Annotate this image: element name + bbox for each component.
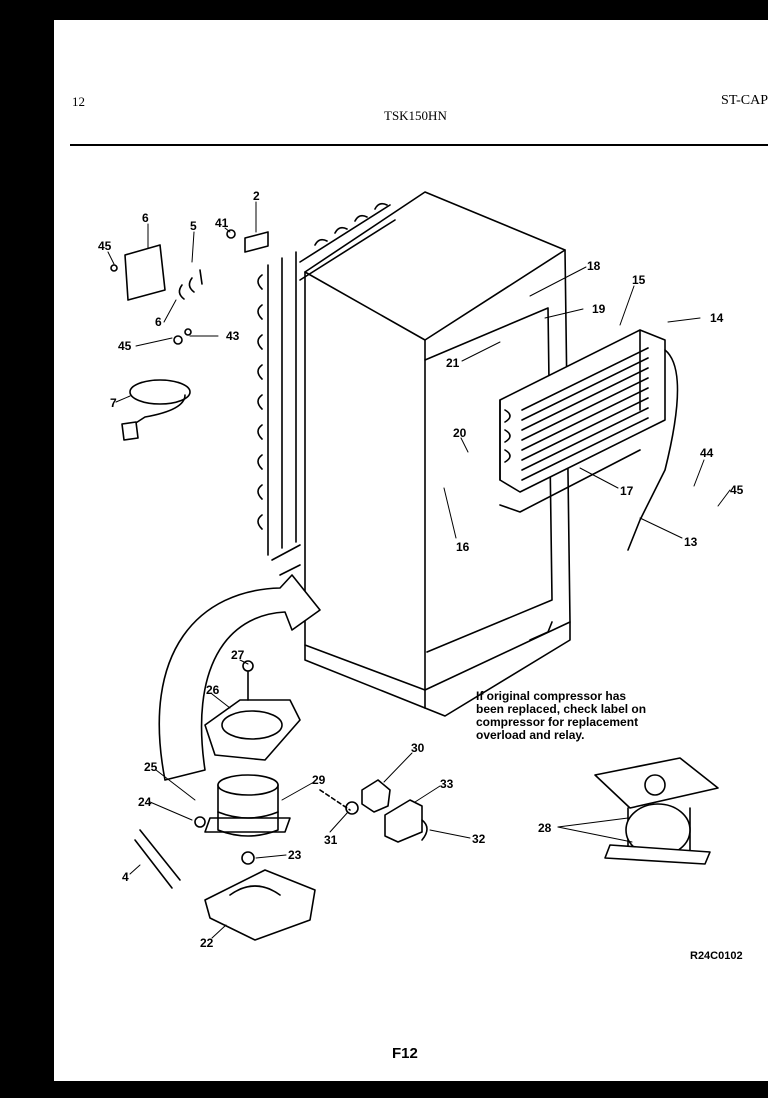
scan-border-left: [0, 0, 54, 1098]
evaporator: [499, 329, 679, 551]
callout-5: 5: [190, 219, 197, 233]
callout-15: 15: [632, 273, 646, 287]
callout-18: 18: [587, 259, 601, 273]
callout-33: 33: [440, 777, 454, 791]
header-rule: [70, 144, 768, 146]
page-number: 12: [72, 94, 85, 109]
compressor-replacement-note: If original compressor has been replaced…: [476, 689, 647, 742]
assembly-arrow: [158, 574, 321, 781]
callout-25: 25: [144, 760, 158, 774]
callout-32: 32: [472, 832, 486, 846]
callout-20: 20: [453, 426, 467, 440]
callout-labels: 2 6 5 41 45 6 45 43 7 18 15 14 19 21 20 …: [98, 189, 744, 950]
callout-22: 22: [200, 936, 214, 950]
callout-26: 26: [206, 683, 220, 697]
callout-4: 4: [122, 870, 129, 884]
compressor-assembly: [134, 660, 428, 941]
callout-21: 21: [446, 356, 460, 370]
callout-45-top: 45: [98, 239, 112, 253]
series-code: ST-CAP: [721, 93, 768, 108]
callout-31: 31: [324, 833, 338, 847]
callout-44: 44: [700, 446, 714, 460]
callout-30: 30: [411, 741, 425, 755]
scan-border-top: [0, 0, 768, 20]
callout-6-mid: 6: [155, 315, 162, 329]
callout-2: 2: [253, 189, 260, 203]
small-parts-top-left: [110, 229, 269, 441]
refrigerator-cabinet: [304, 191, 571, 717]
callout-17: 17: [620, 484, 634, 498]
callout-16: 16: [456, 540, 470, 554]
callout-19: 19: [592, 302, 606, 316]
callout-13: 13: [684, 535, 698, 549]
drawing-reference: R24C0102: [690, 950, 743, 962]
callout-43: 43: [226, 329, 240, 343]
callout-45-mid: 45: [118, 339, 132, 353]
callout-14: 14: [710, 311, 724, 325]
callout-28: 28: [538, 821, 552, 835]
callout-6-top: 6: [142, 211, 149, 225]
callout-45-right: 45: [730, 483, 744, 497]
callout-29: 29: [312, 773, 326, 787]
condenser-coil: [257, 202, 396, 576]
compressor-detail-right: [594, 757, 719, 865]
scan-border-bottom: [0, 1081, 768, 1098]
callout-24: 24: [138, 795, 152, 809]
figure-label: F12: [392, 1045, 418, 1062]
model-number: TSK150HN: [384, 108, 447, 123]
leader-lines: [107, 201, 731, 939]
callout-23: 23: [288, 848, 302, 862]
callout-7: 7: [110, 396, 117, 410]
callout-27: 27: [231, 648, 245, 662]
callout-41: 41: [215, 216, 229, 230]
